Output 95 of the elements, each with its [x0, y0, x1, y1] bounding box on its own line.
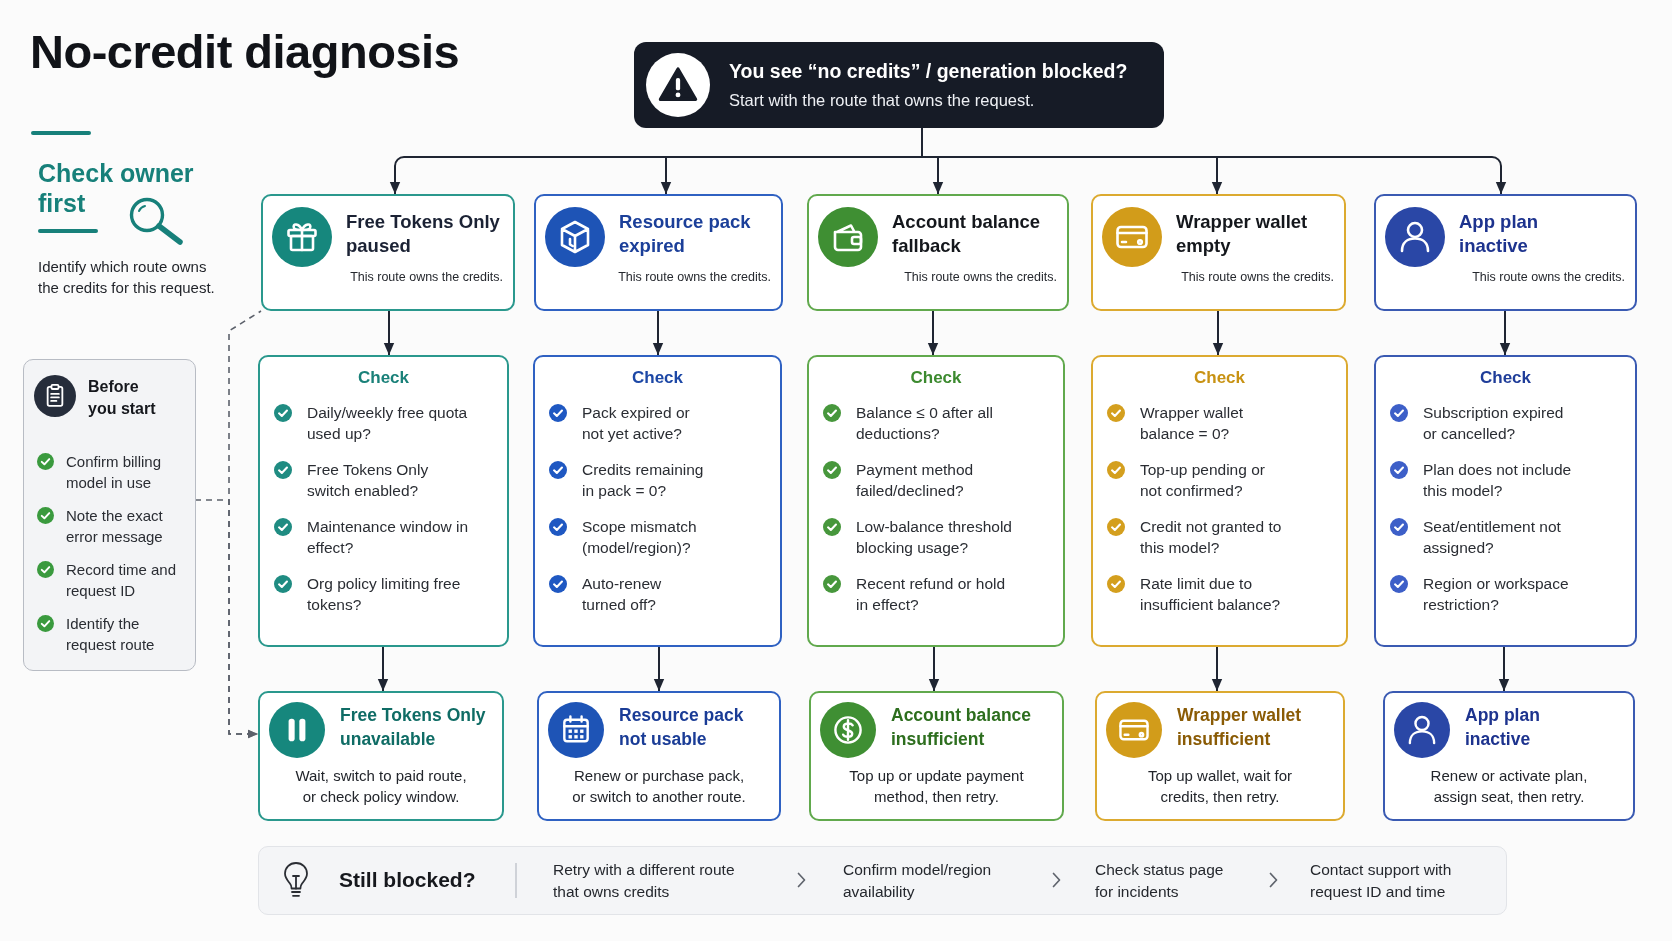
- route-card: [807, 194, 1069, 311]
- arrow: [1211, 646, 1223, 692]
- alert-banner: [634, 42, 1164, 128]
- card-note: This route owns the credits.: [1472, 269, 1625, 285]
- card-title: Free Tokens Only paused: [346, 210, 501, 258]
- arrow: [389, 165, 401, 195]
- checklist-item: Org policy limiting free tokens?: [307, 574, 462, 615]
- card-note: This route owns the credits.: [1181, 269, 1334, 285]
- checklist-item: Wrapper wallet balance = 0?: [1140, 403, 1245, 444]
- arrow: [1212, 310, 1224, 356]
- card-title: App plan inactive: [1465, 704, 1541, 751]
- card-title: Resource pack not usable: [619, 704, 745, 751]
- checklist-panel: [1091, 355, 1348, 647]
- checklist-item: Top-up pending or not confirmed?: [1140, 460, 1266, 501]
- checklist-panel: [807, 355, 1065, 647]
- checklist-item: Rate limit due to insufficient balance?: [1140, 574, 1282, 615]
- card-title: Account balance insufficient: [891, 704, 1033, 751]
- card-description: Top up or update payment method, then retry.: [848, 766, 1025, 807]
- card-title: Account balance fallback: [892, 210, 1042, 258]
- step-text: Retry with a different route that owns credits: [553, 860, 736, 902]
- checklist-item: Record time and request ID: [66, 560, 178, 601]
- card-note: This route owns the credits.: [350, 269, 503, 285]
- arrow: [1211, 156, 1223, 195]
- arrow: [383, 310, 395, 356]
- checklist-item: Payment method failed/declined?: [856, 460, 975, 501]
- panel-heading: Check: [1194, 367, 1245, 389]
- card-title: Wrapper wallet insufficient: [1177, 704, 1303, 751]
- arrow: [377, 646, 389, 692]
- card-title: Resource pack expired: [619, 210, 752, 258]
- checklist-item: Note the exact error message: [66, 506, 164, 547]
- checklist-item: Maintenance window in effect?: [307, 517, 469, 558]
- arrow: [1495, 165, 1507, 195]
- outcome-card: [809, 691, 1064, 821]
- bar-title: Still blocked?: [339, 867, 476, 893]
- arrow: [928, 646, 940, 692]
- arrow: [660, 156, 672, 195]
- route-card: [534, 194, 783, 311]
- checklist-panel: [258, 355, 509, 647]
- panel-heading: Check: [1480, 367, 1531, 389]
- checklist-item: Confirm billing model in use: [66, 452, 163, 493]
- arrow: [932, 156, 944, 195]
- card-title: Free Tokens Only unavailable: [340, 704, 487, 751]
- card-description: Wait, switch to paid route, or check policy window.: [294, 766, 468, 807]
- route-card: [1374, 194, 1637, 311]
- checklist-item: Scope mismatch (model/region)?: [582, 517, 698, 558]
- step-text: Confirm model/region availability: [843, 860, 993, 902]
- outcome-card: [1383, 691, 1635, 821]
- checklist-panel: [533, 355, 782, 647]
- panel-heading: Check: [632, 367, 683, 389]
- checklist-item: Seat/entitlement not assigned?: [1423, 517, 1562, 558]
- step-text: Contact support with request ID and time: [1310, 860, 1453, 902]
- card-description: Renew or activate plan, assign seat, then retry.: [1429, 766, 1589, 807]
- route-card: [261, 194, 515, 311]
- outcome-card: [537, 691, 781, 821]
- checklist-item: Free Tokens Only switch enabled?: [307, 460, 430, 501]
- step-text: Check status page for incidents: [1095, 860, 1225, 902]
- checklist-item: Subscription expired or cancelled?: [1423, 403, 1565, 444]
- arrow: [652, 310, 664, 356]
- arrow: [1498, 646, 1510, 692]
- card-title: Wrapper wallet empty: [1176, 210, 1309, 258]
- checklist-item: Pack expired or not yet active?: [582, 403, 691, 444]
- checklist-item: Auto-renew turned off?: [582, 574, 663, 615]
- checklist-item: Daily/weekly free quota used up?: [307, 403, 469, 444]
- description-text: Identify which route owns the credits for this request.: [38, 257, 216, 298]
- outcome-card: [258, 691, 504, 821]
- card-note: This route owns the credits.: [618, 269, 771, 285]
- section-heading: Check owner first: [38, 158, 195, 218]
- dashed-arrow: [195, 499, 259, 739]
- checklist-item: Credit not granted to this model?: [1140, 517, 1283, 558]
- panel-heading: Check: [358, 367, 409, 389]
- card-description: Top up wallet, wait for credits, then retry.: [1146, 766, 1294, 807]
- arrow: [1499, 310, 1511, 356]
- checklist-item: Credits remaining in pack = 0?: [582, 460, 705, 501]
- banner-subtitle: Start with the route that owns the request.: [729, 90, 1035, 111]
- checklist-item: Region or workspace restriction?: [1423, 574, 1570, 615]
- page-title: No-credit diagnosis: [30, 24, 460, 80]
- checklist-panel: [23, 359, 196, 671]
- checklist-item: Low-balance threshold blocking usage?: [856, 517, 1013, 558]
- checklist-item: Recent refund or hold in effect?: [856, 574, 1007, 615]
- panel-heading: Before you start: [88, 377, 157, 419]
- outcome-card: [1095, 691, 1345, 821]
- checklist-item: Plan does not include this model?: [1423, 460, 1573, 501]
- checklist-item: Balance ≤ 0 after all deductions?: [856, 403, 994, 444]
- arrow: [927, 310, 939, 356]
- tip-bar: [258, 846, 1507, 915]
- panel-heading: Check: [910, 367, 962, 389]
- connector-line: [394, 127, 1502, 167]
- card-note: This route owns the credits.: [904, 269, 1057, 285]
- arrow: [653, 646, 665, 692]
- banner-title: You see “no credits” / generation blocked?: [729, 59, 1128, 83]
- route-card: [1091, 194, 1346, 311]
- checklist-item: Identify the request route: [66, 614, 156, 655]
- card-description: Renew or purchase pack, or switch to another route.: [571, 766, 747, 807]
- checklist-panel: [1374, 355, 1637, 647]
- card-title: App plan inactive: [1459, 210, 1540, 258]
